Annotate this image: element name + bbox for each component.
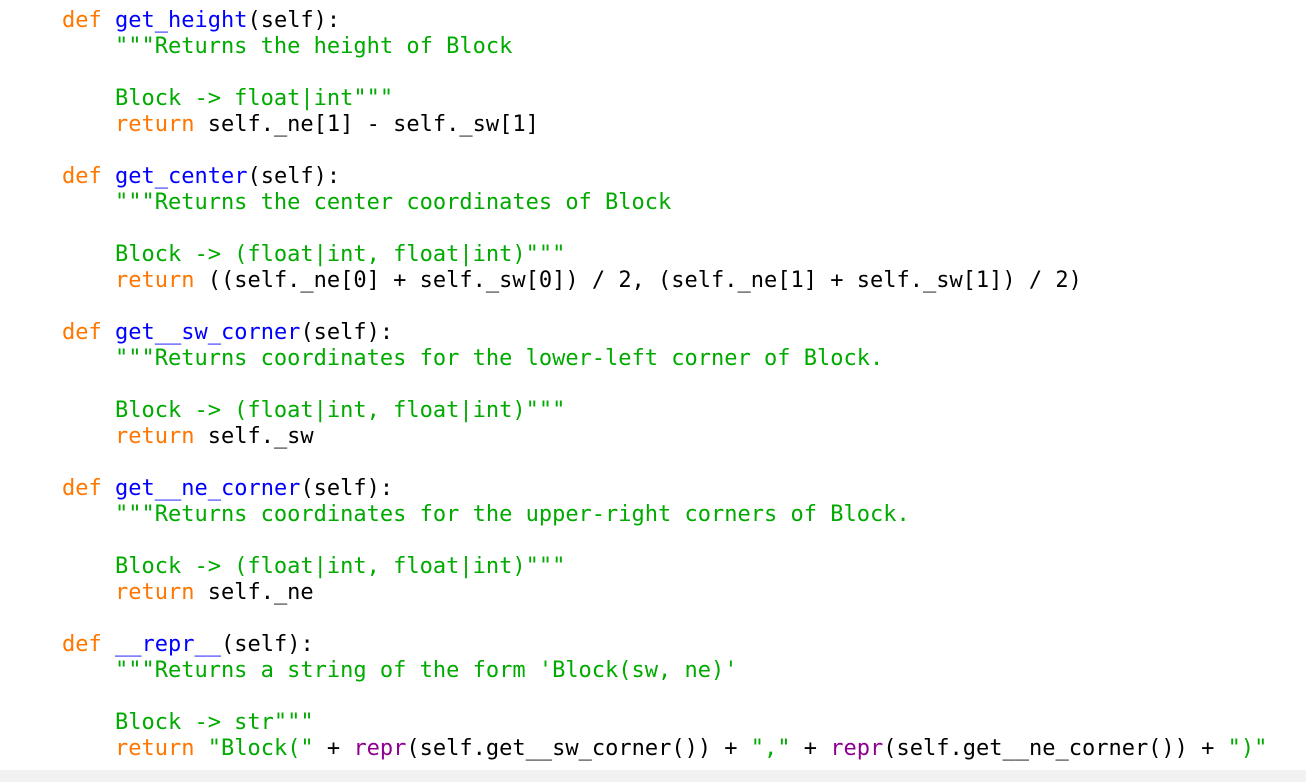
code-line[interactable]: Block -> str""" [62,710,314,736]
string-token: Block -> (float|int, float|int)""" [62,242,566,267]
code-token: (self): [247,164,341,189]
string-token: Block -> float|int""" [62,86,394,111]
string-token: """Returns the height of Block [62,34,513,59]
code-token [102,476,115,501]
string-token: Block -> str""" [62,710,314,735]
function-name-token: __repr__ [115,632,221,657]
code-token [102,632,115,657]
string-token: Block -> (float|int, float|int)""" [62,398,566,423]
keyword-token: return [114,736,195,761]
keyword-token: return [114,580,195,605]
keyword-token: def [62,8,102,33]
string-token: "Block(" [207,736,314,761]
code-line[interactable]: Block -> float|int""" [62,86,393,112]
code-line[interactable]: Block -> (float|int, float|int)""" [62,398,565,424]
keyword-token: return [114,424,195,449]
code-token [102,8,115,33]
code-token: (self): [300,476,394,501]
keyword-token: def [62,164,102,189]
code-line[interactable]: def get__ne_corner(self): [62,476,393,502]
code-token [194,736,207,761]
code-line[interactable]: return self._ne [62,580,314,606]
code-token: ((self._ne[0] + self._sw[0]) / 2, (self.… [194,268,1082,293]
keyword-token: def [62,632,102,657]
code-token [62,112,115,137]
code-token: self._ne [194,580,314,605]
function-name-token: get_center [115,164,248,189]
code-token [62,736,115,761]
code-line[interactable]: """Returns a string of the form 'Block(s… [62,658,738,684]
code-line[interactable]: return self._ne[1] - self._sw[1] [62,112,539,138]
builtin-token: repr [353,736,407,761]
builtin-token: repr [830,736,884,761]
function-name-token: get__sw_corner [115,320,301,345]
code-token: self._ne[1] - self._sw[1] [194,112,539,137]
string-token: """Returns a string of the form 'Block(s… [62,658,738,683]
keyword-token: return [114,268,195,293]
keyword-token: def [62,476,102,501]
code-token [62,580,115,605]
code-line[interactable]: def get__sw_corner(self): [62,320,393,346]
code-token: (self): [220,632,314,657]
code-line[interactable]: return self._sw [62,424,314,450]
code-line[interactable]: return "Block(" + repr(self.get__sw_corn… [62,736,1267,762]
code-token [62,424,115,449]
code-token: + [790,736,831,761]
function-name-token: get__ne_corner [115,476,301,501]
code-token: (self): [300,320,394,345]
string-token: """Returns coordinates for the lower-lef… [62,346,884,371]
code-line[interactable]: def __repr__(self): [62,632,314,658]
keyword-token: def [62,320,102,345]
code-token: + [313,736,354,761]
string-token: ")" [1227,736,1268,761]
function-name-token: get_height [115,8,248,33]
code-line[interactable]: """Returns the center coordinates of Blo… [62,190,671,216]
code-line[interactable]: """Returns the height of Block [62,34,512,60]
code-token: (self): [247,8,341,33]
code-token [62,268,115,293]
keyword-token: return [114,112,195,137]
code-line[interactable]: """Returns coordinates for the lower-lef… [62,346,883,372]
editor-bottom-bar [0,770,1306,782]
code-line[interactable]: def get_center(self): [62,164,340,190]
code-line[interactable]: Block -> (float|int, float|int)""" [62,242,565,268]
string-token: """Returns the center coordinates of Blo… [62,190,672,215]
string-token: "," [750,736,791,761]
code-token: (self.get__sw_corner()) + [406,736,751,761]
code-token: self._sw [194,424,314,449]
code-token [102,320,115,345]
string-token: """Returns coordinates for the upper-rig… [62,502,910,527]
code-line[interactable]: Block -> (float|int, float|int)""" [62,554,565,580]
code-line[interactable]: """Returns coordinates for the upper-rig… [62,502,910,528]
string-token: Block -> (float|int, float|int)""" [62,554,566,579]
code-line[interactable]: def get_height(self): [62,8,340,34]
code-line[interactable]: return ((self._ne[0] + self._sw[0]) / 2,… [62,268,1082,294]
code-token [102,164,115,189]
code-token: (self.get__ne_corner()) + [883,736,1228,761]
